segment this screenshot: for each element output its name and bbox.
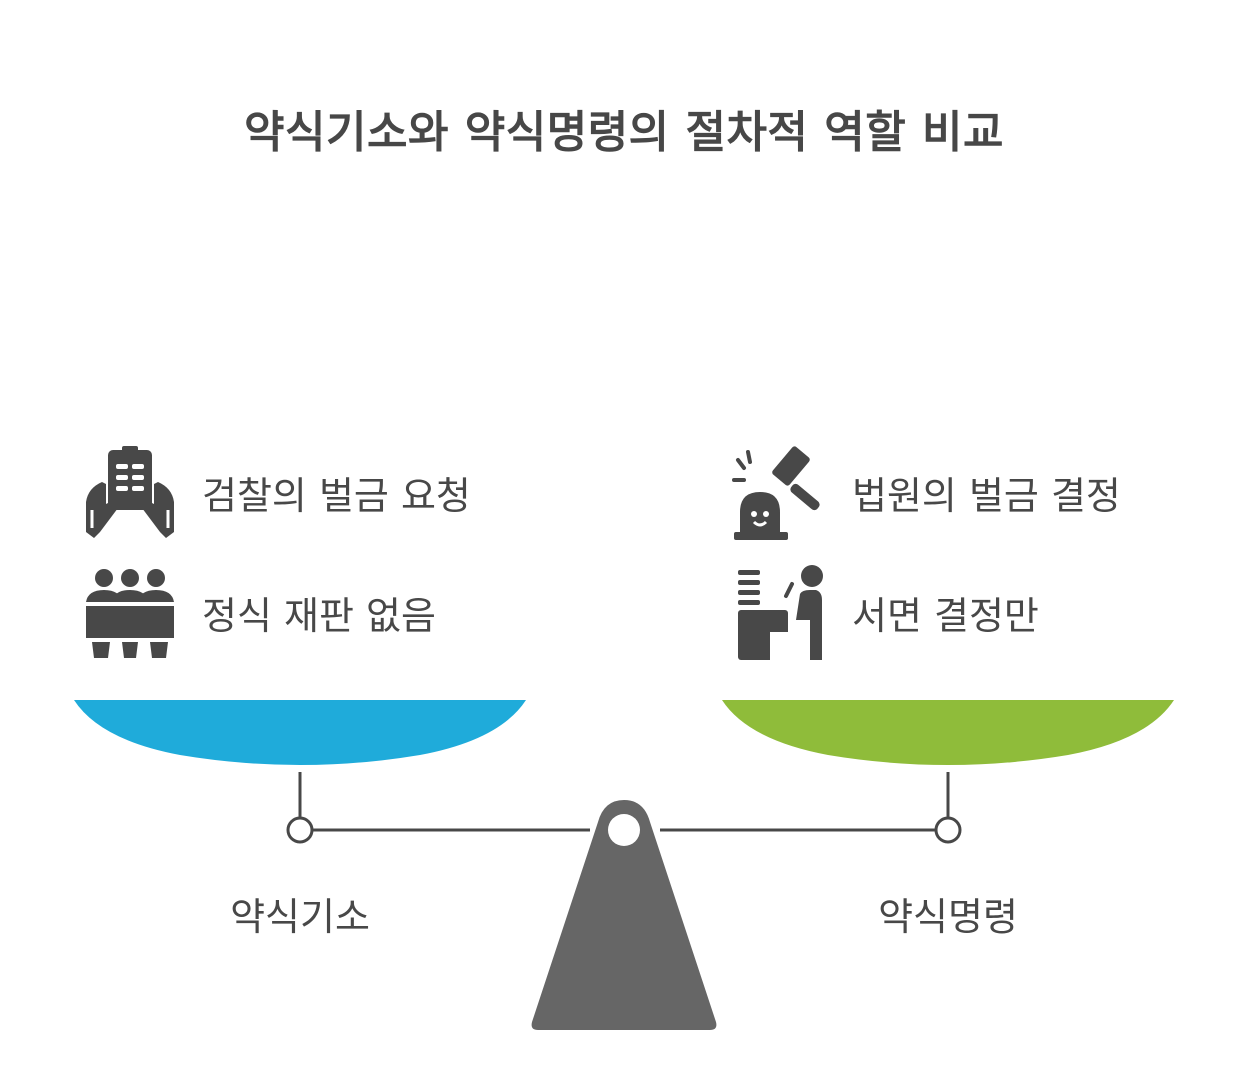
left-side-label: 약식기소 (230, 895, 370, 939)
left-item-1: 검찰의 벌금 요청 (80, 442, 471, 542)
right-side-label: 약식명령 (878, 895, 1018, 939)
judge-gavel-icon (730, 442, 830, 542)
group-people-icon (80, 562, 180, 662)
prosecutor-document-icon (80, 442, 180, 542)
right-item-1-label: 법원의 벌금 결정 (852, 473, 1121, 518)
right-item-2: 서면 결정만 (730, 562, 1039, 662)
left-pan (74, 700, 526, 765)
left-item-2: 정식 재판 없음 (80, 562, 436, 662)
right-pivot-ring (934, 816, 962, 844)
page-title: 약식기소와 약식명령의 절차적 역할 비교 (244, 107, 1004, 158)
fulcrum (531, 800, 717, 1030)
left-item-1-label: 검찰의 벌금 요청 (202, 473, 471, 518)
right-item-1: 법원의 벌금 결정 (730, 442, 1121, 542)
left-pivot-ring (286, 816, 314, 844)
right-pan (722, 700, 1174, 765)
fulcrum-pivot (608, 814, 640, 846)
left-item-2-label: 정식 재판 없음 (202, 593, 436, 638)
person-writing-desk-icon (730, 562, 830, 662)
right-item-2-label: 서면 결정만 (852, 593, 1039, 638)
